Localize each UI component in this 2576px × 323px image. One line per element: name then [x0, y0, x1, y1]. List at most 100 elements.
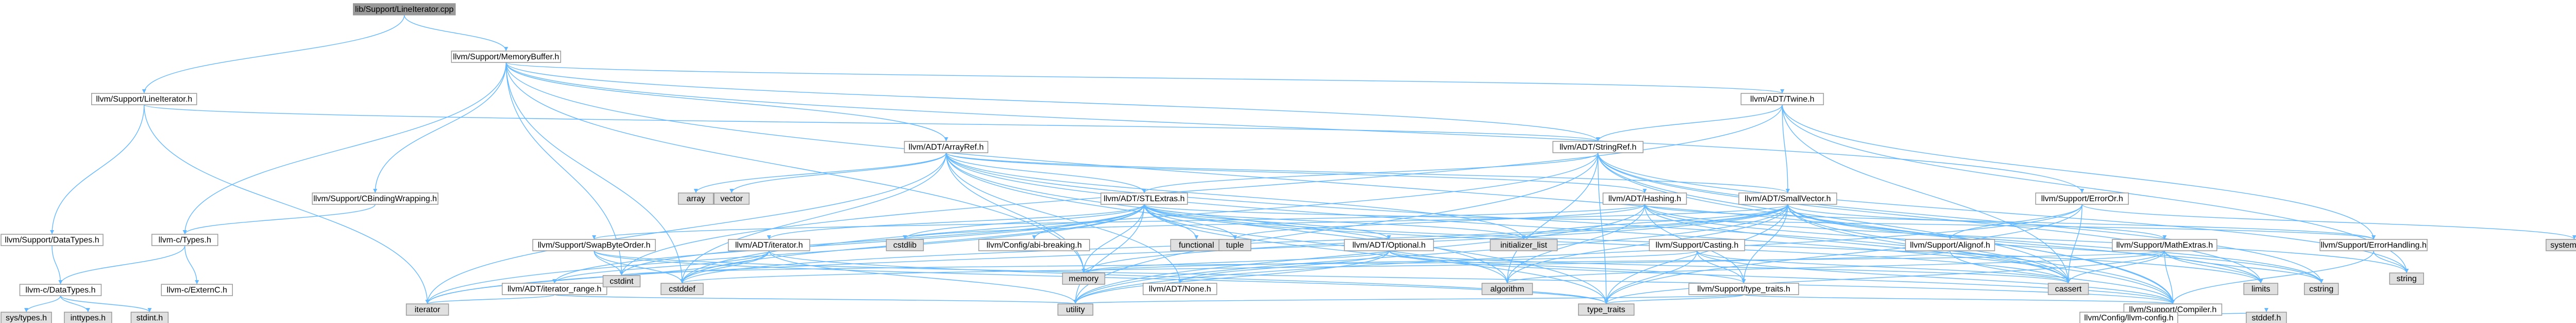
node-label: llvm/ADT/SmallVector.h	[1744, 195, 1831, 203]
edge-lineiterator-to-stringref	[144, 104, 1599, 142]
node-mathextras[interactable]: llvm/Support/MathExtras.h	[2112, 239, 2217, 251]
node-llvmc_types[interactable]: llvm-c/Types.h	[151, 234, 218, 246]
edge-cbinding-to-llvmc_types	[184, 204, 376, 235]
node-label: cstdlib	[893, 241, 917, 250]
node-swapbyteorder[interactable]: llvm/Support/SwapByteOrder.h	[532, 239, 656, 251]
edge-casting-to-cassert	[1697, 250, 2069, 284]
node-errorhandling[interactable]: llvm/Support/ErrorHandling.h	[2319, 239, 2428, 251]
edge-stlextras-to-errorhandling	[1144, 204, 2374, 240]
edge-arrowhead	[1786, 189, 1790, 193]
node-memorybuffer[interactable]: llvm/Support/MemoryBuffer.h	[451, 51, 562, 63]
node-llvmc_datatypes[interactable]: llvm-c/DataTypes.h	[19, 284, 102, 296]
edge-arrayref-to-adt_none	[945, 152, 1180, 284]
node-root[interactable]: lib/Support/LineIterator.cpp	[353, 3, 456, 15]
edge-mathextras-to-algorithm	[1506, 250, 2165, 284]
node-label: llvm/Support/DataTypes.h	[5, 236, 99, 245]
node-externc[interactable]: llvm-c/ExternC.h	[161, 284, 233, 296]
edge-errorhandling-to-compiler	[2172, 250, 2374, 304]
edge-stringref-to-utility	[1075, 152, 1599, 304]
node-type_traits_llvm[interactable]: llvm/Support/type_traits.h	[1688, 283, 1799, 295]
node-erroror[interactable]: llvm/Support/ErrorOr.h	[2035, 192, 2129, 205]
edge-arrowhead	[1604, 300, 1608, 304]
edge-arrowhead	[693, 189, 698, 193]
node-casting[interactable]: llvm/Support/Casting.h	[1649, 239, 1745, 251]
node-box	[2546, 239, 2576, 251]
node-box	[1688, 283, 1799, 295]
node-label: stdint.h	[137, 314, 163, 322]
edge-datatypes_cpp-to-llvmc_datatypes	[52, 245, 61, 285]
node-smallvector[interactable]: llvm/ADT/SmallVector.h	[1738, 192, 1837, 205]
node-box	[130, 312, 169, 323]
node-iterator_range[interactable]: llvm/ADT/iterator_range.h	[502, 283, 607, 295]
edge-mathextras-to-cassert	[2067, 250, 2165, 284]
node-type_traits: type_traits	[1578, 303, 1635, 316]
edge-arrowhead	[2080, 189, 2084, 193]
node-box	[2243, 283, 2279, 295]
edge-arrowhead	[1194, 235, 1199, 239]
node-adt_none[interactable]: llvm/ADT/None.h	[1142, 283, 1217, 295]
node-box	[1481, 283, 1533, 295]
node-box	[978, 239, 1090, 251]
edge-errorhandling-to-string	[2373, 250, 2407, 273]
node-label: llvm-c/DataTypes.h	[25, 286, 95, 295]
node-twine[interactable]: llvm/ADT/Twine.h	[1740, 93, 1824, 105]
node-hashing[interactable]: llvm/ADT/Hashing.h	[1602, 192, 1687, 205]
node-lineiterator[interactable]: llvm/Support/LineIterator.h	[91, 93, 197, 105]
node-datatypes_cpp[interactable]: llvm/Support/DataTypes.h	[1, 234, 104, 246]
edge-arrowhead	[1233, 235, 1238, 239]
node-box	[1552, 141, 1643, 153]
node-box	[353, 3, 456, 15]
edge-arrowhead	[2162, 235, 2167, 239]
edge-arrowhead	[195, 280, 199, 284]
node-box	[502, 283, 607, 295]
edge-smallvector-to-mathextras	[1787, 204, 2165, 240]
node-label: llvm/Support/Alignof.h	[1910, 241, 1990, 250]
edge-stlextras-to-iterator_range	[554, 204, 1145, 284]
edge-arrowhead	[730, 189, 734, 193]
node-cstring: cstring	[2303, 283, 2339, 295]
node-label: sys/types.h	[6, 314, 47, 322]
edge-arrayref-to-vector	[731, 152, 947, 193]
node-label: llvm/Support/type_traits.h	[1697, 285, 1790, 294]
node-label: llvm/ADT/Hashing.h	[1608, 195, 1681, 203]
node-adt_optional[interactable]: llvm/ADT/Optional.h	[1344, 239, 1434, 251]
node-box	[1057, 303, 1094, 316]
node-cbinding[interactable]: llvm/Support/CBindingWrapping.h	[312, 192, 438, 205]
edge-smallvector-to-cstdlib	[904, 204, 1788, 240]
edge-arrowhead	[425, 300, 430, 304]
edge-arrowhead	[767, 235, 771, 239]
node-box	[91, 93, 197, 105]
edge-arrowhead	[1780, 89, 1785, 93]
node-box	[1100, 192, 1188, 205]
node-llvm_config[interactable]: llvm/Config/llvm-config.h	[2079, 312, 2178, 323]
node-functional: functional	[1170, 239, 1223, 251]
node-abi_breaking[interactable]: llvm/Config/abi-breaking.h	[978, 239, 1090, 251]
edge-stringref-to-cstring	[1597, 152, 2322, 284]
node-label: llvm/Config/llvm-config.h	[2084, 314, 2173, 322]
node-box	[405, 303, 449, 316]
edge-arrowhead	[1596, 137, 1600, 141]
edge-twine-to-string	[1782, 104, 2407, 273]
node-layer: lib/Support/LineIterator.cpp llvm/Support…	[1, 3, 2576, 323]
node-label: system_error	[2550, 241, 2576, 250]
edge-arrowhead	[1642, 189, 1647, 193]
node-label: llvm/ADT/STLExtras.h	[1104, 195, 1184, 203]
node-align[interactable]: llvm/Support/Alignof.h	[1905, 239, 1995, 251]
edge-smallvector-to-algorithm	[1506, 204, 1788, 284]
node-box	[904, 141, 989, 153]
edge-arrowhead	[1741, 279, 1746, 283]
node-stdint: stdint.h	[130, 312, 169, 323]
edge-stlextras-to-tuple	[1144, 204, 1235, 240]
edge-smallvector-to-memory	[1083, 204, 1788, 273]
node-adt_iterator[interactable]: llvm/ADT/iterator.h	[727, 239, 810, 251]
edge-erroror-to-utility	[1075, 204, 2082, 304]
edge-arrowhead	[504, 47, 509, 51]
edge-hashing-to-swapbyteorder	[594, 204, 1646, 240]
node-box	[1602, 192, 1687, 205]
node-stringref[interactable]: llvm/ADT/StringRef.h	[1552, 141, 1643, 153]
node-stlextras[interactable]: llvm/ADT/STLExtras.h	[1100, 192, 1188, 205]
edge-arrowhead	[1505, 279, 1510, 283]
edge-twine-to-cassert	[1782, 104, 2069, 284]
node-arrayref[interactable]: llvm/ADT/ArrayRef.h	[904, 141, 989, 153]
edge-stlextras-to-memory	[1083, 204, 1145, 273]
